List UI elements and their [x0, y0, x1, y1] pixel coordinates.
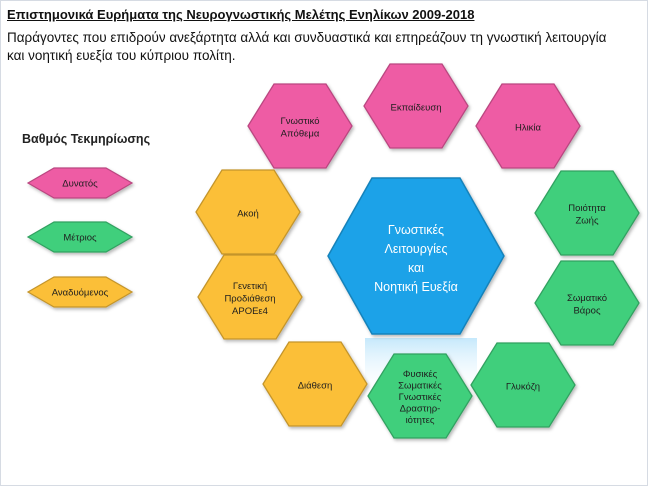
legend-label: Μέτριος	[63, 233, 97, 244]
factor-label-line: Σωματικές	[398, 380, 442, 391]
factor-glucose: Γλυκόζη	[470, 342, 576, 428]
factor-hexagon	[534, 170, 640, 256]
factor-hexagon	[262, 341, 368, 427]
center-label-line: Γνωστικές	[388, 223, 444, 237]
factor-label-line: Βάρος	[573, 306, 601, 317]
factor-mood: Διάθεση	[262, 341, 368, 427]
center-hexagon	[327, 177, 505, 335]
legend-title: Βαθμός Τεκμηρίωσης	[22, 132, 151, 146]
legend-item-emerging: Αναδυόμενος	[26, 276, 134, 308]
slide-subtitle: Παράγοντες που επιδρούν ανεξάρτητα αλλά …	[7, 30, 607, 63]
legend-label: Δυνατός	[62, 179, 98, 190]
center-label-line: και	[408, 261, 424, 275]
center-label-line: Λειτουργίες	[385, 242, 448, 256]
factor-label-line: Γνωστικές	[399, 392, 442, 403]
factor-hexagon	[197, 254, 303, 340]
factor-label: Ακοή	[237, 208, 259, 219]
factor-label-line: Εκπαίδευση	[391, 102, 442, 113]
factor-hexagon	[195, 169, 301, 255]
legend-item-possible: Δυνατός	[26, 167, 134, 199]
factor-label-line: Φυσικές	[403, 369, 438, 380]
legend-label: Αναδυόμενος	[52, 288, 109, 299]
factor-label-line: Γλυκόζη	[506, 381, 540, 392]
factor-label-line: Διάθεση	[298, 380, 333, 391]
factor-label: Διάθεση	[298, 380, 333, 391]
factor-hexagon	[367, 353, 473, 439]
factor-label-line: Ζωής	[575, 216, 599, 227]
factor-label-line: Ηλικία	[515, 122, 542, 133]
factor-label-line: Σωματικό	[567, 293, 607, 304]
factor-hearing: Ακοή	[195, 169, 301, 255]
factor-education: Εκπαίδευση	[363, 63, 469, 149]
factor-label-line: APOEε4	[232, 306, 268, 317]
factor-hexagon	[470, 342, 576, 428]
factor-label-line: Ακοή	[237, 208, 259, 219]
legend-swatch-emerging	[26, 276, 134, 308]
factor-age: Ηλικία	[475, 83, 581, 169]
factor-label-line: ιότητες	[406, 415, 435, 426]
slide-title: Επιστημονικά Ευρήματα της Νευρογνωστικής…	[7, 7, 475, 22]
factor-label-line: Γενετική	[233, 281, 267, 292]
factor-label-line: Ποιότητα	[568, 203, 606, 214]
factor-label-line: Προδιάθεση	[224, 293, 275, 304]
legend-swatch-possible	[26, 167, 134, 199]
factor-label-line: Απόθεμα	[281, 129, 320, 140]
legend-swatch-moderate	[26, 221, 134, 253]
legend-item-moderate: Μέτριος	[26, 221, 134, 253]
factor-label-line: Γνωστικό	[280, 116, 319, 127]
factor-label: Εκπαίδευση	[391, 102, 442, 113]
factor-hexagon	[534, 260, 640, 346]
factor-hexagon	[363, 63, 469, 149]
factor-hexagon	[475, 83, 581, 169]
center-label-line: Νοητική Ευεξία	[374, 280, 458, 294]
factor-hexagon	[247, 83, 353, 169]
factor-label: Ηλικία	[515, 122, 542, 133]
factor-label: Γλυκόζη	[506, 381, 540, 392]
factor-label-line: Δραστηρ-	[400, 403, 441, 414]
